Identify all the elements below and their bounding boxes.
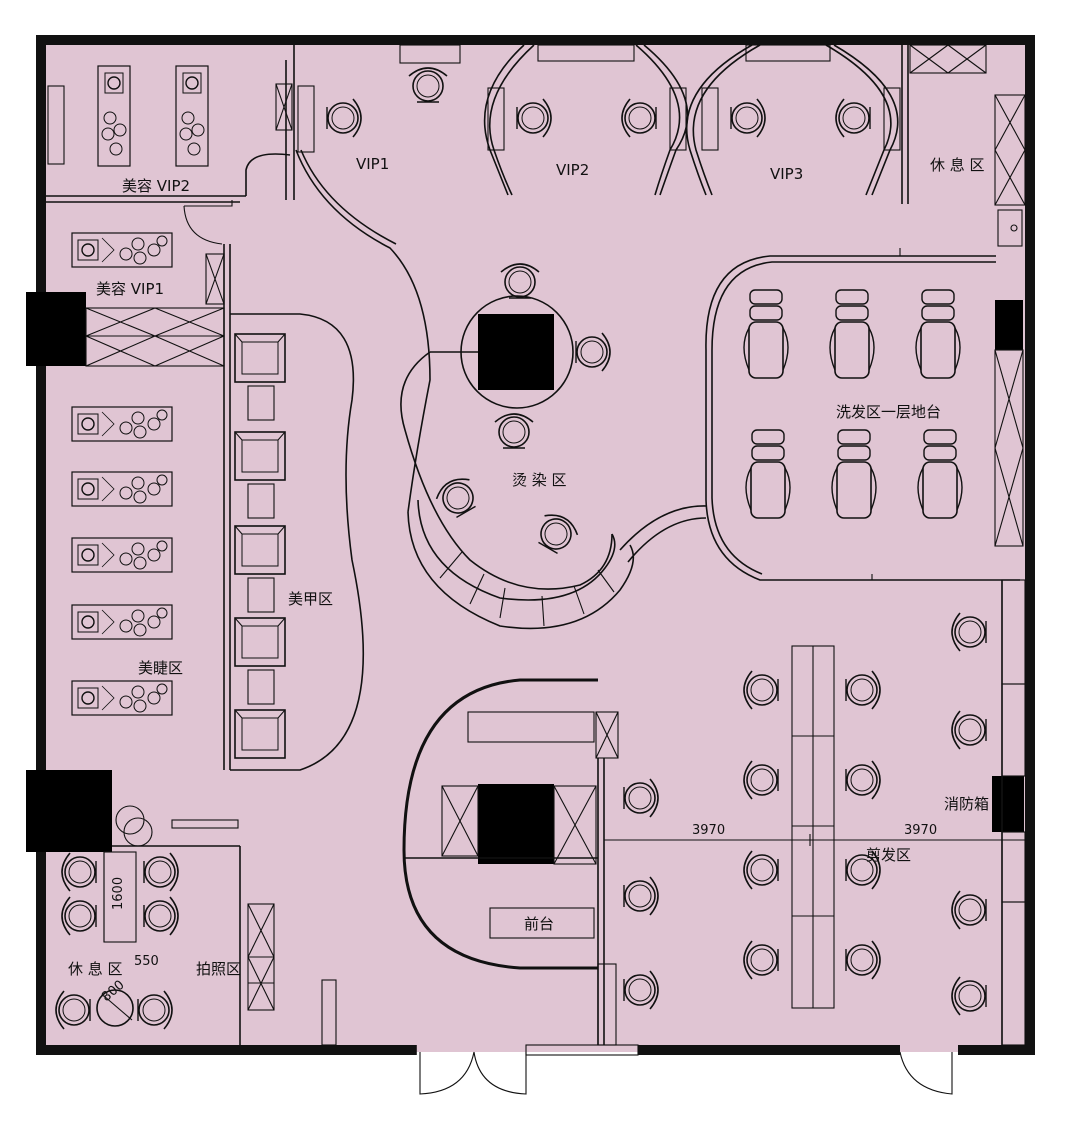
chairs [55, 67, 987, 1030]
structural-columns [26, 292, 1024, 864]
label-vip3: VIP3 [770, 165, 803, 183]
dimension-1600: 1600 [111, 877, 126, 910]
nail-chairs [234, 333, 286, 759]
dimension-3970-left: 3970 [692, 823, 725, 838]
room-labels: 美容 VIP2 美容 VIP1 VIP1 VIP2 VIP3 休 息 区 烫 染… [68, 155, 989, 978]
label-vip1: VIP1 [356, 155, 389, 173]
label-nail: 美甲区 [288, 590, 333, 608]
dimension-3970-right: 3970 [904, 823, 937, 838]
label-perm-dye: 烫 染 区 [512, 471, 567, 489]
label-vip2: VIP2 [556, 161, 589, 179]
label-beauty-vip2: 美容 VIP2 [122, 177, 190, 195]
label-rest-area-top: 休 息 区 [930, 156, 985, 174]
exterior-walls [36, 35, 1035, 1055]
floor-fill [38, 38, 1032, 1052]
label-photo: 拍照区 [196, 960, 241, 978]
dimension-550: 550 [134, 954, 159, 969]
label-wash-platform: 洗发区一层地台 [836, 403, 941, 421]
label-fire-box: 消防箱 [944, 795, 989, 813]
label-rest-area-bottom: 休 息 区 [68, 960, 123, 978]
label-beauty-vip1: 美容 VIP1 [96, 280, 164, 298]
partitions [46, 44, 1026, 1095]
label-front-desk: 前台 [524, 915, 554, 933]
label-lash: 美睫区 [138, 659, 183, 677]
label-cutting: 剪发区 [866, 846, 911, 864]
